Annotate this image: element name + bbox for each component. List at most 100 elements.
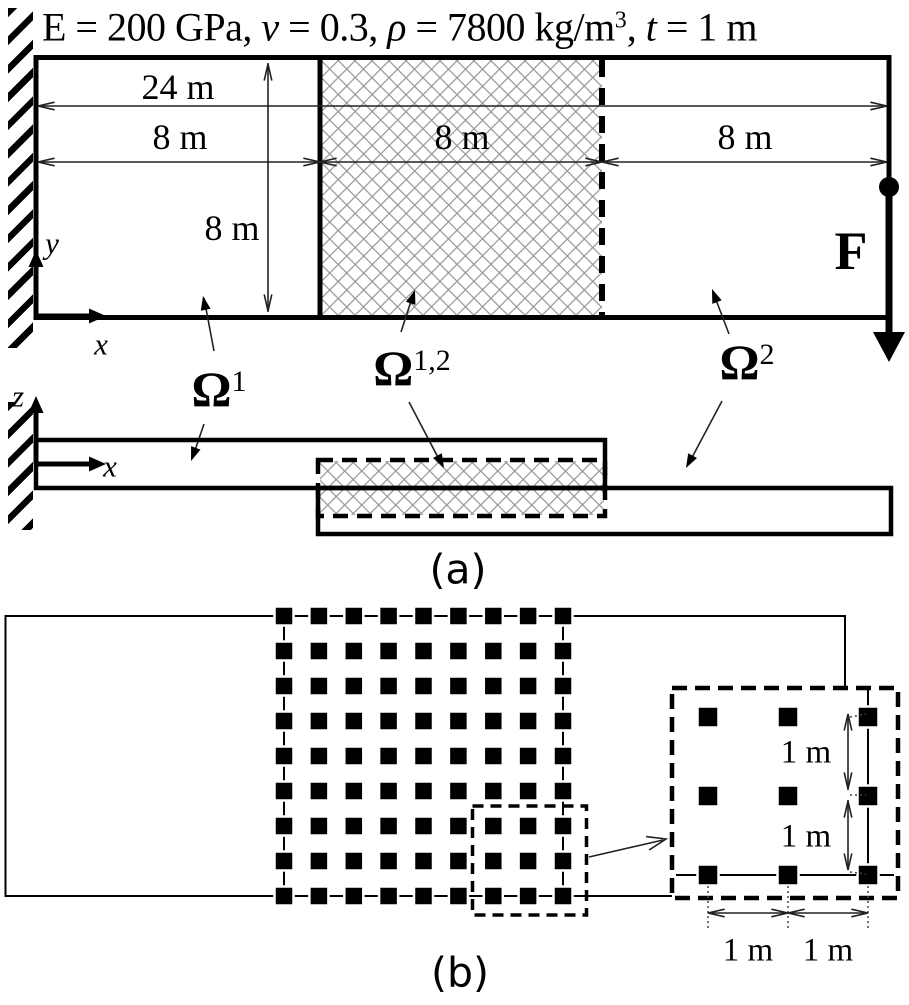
interface-point: [856, 784, 880, 808]
interface-point: [776, 705, 800, 729]
fixed-wall-hatch-side: [8, 402, 33, 530]
interface-point: [343, 605, 365, 627]
interface-point: [412, 815, 435, 837]
interface-point: [343, 815, 365, 837]
interface-point: [412, 640, 435, 662]
interface-point: [696, 705, 720, 729]
arrowhead: [28, 396, 44, 413]
interface-point: [482, 850, 505, 872]
interface-point: [308, 815, 330, 837]
interface-point: [412, 850, 435, 872]
material-properties-title: E = 200 GPa, ν = 0.3, ρ = 7800 kg/m3, t …: [42, 4, 758, 51]
dim-arrowhead: [870, 157, 888, 167]
dim-arrowhead: [707, 908, 725, 918]
interface-point: [343, 710, 365, 732]
interface-point: [482, 885, 505, 907]
interface-point: [412, 605, 435, 627]
caption-b: (b): [430, 948, 490, 997]
inset-dim-h2: 1 m: [802, 932, 854, 969]
interface-point: [377, 850, 400, 872]
interface-point: [447, 815, 470, 837]
interface-view: [4, 605, 901, 929]
interface-point: [343, 780, 365, 802]
dim-label-24m: 24 m: [141, 67, 215, 107]
dim-arrowhead: [646, 835, 669, 851]
interface-point: [308, 605, 330, 627]
arrowhead: [712, 289, 722, 304]
dim-arrowhead: [870, 101, 888, 111]
interface-point: [447, 605, 470, 627]
title-segment: ν: [261, 4, 279, 50]
force-application-point: [879, 177, 899, 197]
interface-point: [552, 850, 574, 872]
x-axis-label: x: [94, 326, 108, 362]
dim-arrowhead: [37, 157, 55, 167]
interface-point: [412, 780, 435, 802]
interface-point: [273, 780, 295, 802]
interface-point: [273, 710, 295, 732]
interface-point: [447, 780, 470, 802]
title-segment: 3: [614, 7, 627, 34]
omega-superscript: 1: [231, 365, 247, 398]
inset-dim-v2: 1 m: [780, 818, 832, 855]
interface-point: [552, 745, 574, 767]
interface-point: [517, 885, 539, 907]
omega-glyph: Ω: [373, 340, 414, 396]
interface-point: [377, 745, 400, 767]
overlap-region-hatch-top: [321, 60, 602, 316]
interface-point: [517, 675, 539, 697]
interface-point: [273, 850, 295, 872]
arrowhead: [28, 250, 44, 267]
interface-point: [552, 675, 574, 697]
interface-point: [343, 885, 365, 907]
interface-point: [552, 640, 574, 662]
dim-arrowhead: [843, 853, 853, 871]
bar1-outline: [33, 437, 608, 491]
interface-point: [856, 863, 880, 887]
interface-point: [696, 863, 720, 887]
dim-arrowhead: [37, 101, 55, 111]
title-segment: = 0.3,: [278, 4, 388, 50]
title-segment: t: [645, 4, 657, 50]
interface-point: [412, 675, 435, 697]
domain2-label: Ω2: [719, 337, 774, 387]
interface-point: [447, 885, 470, 907]
zoom-pointer-line: [588, 839, 664, 858]
interface-point: [517, 850, 539, 872]
omega-superscript: 2: [759, 338, 775, 371]
interface-point: [273, 815, 295, 837]
dim-arrowhead: [319, 157, 337, 167]
interface-point: [482, 675, 505, 697]
interface-point: [482, 745, 505, 767]
arrowheads: [28, 63, 905, 918]
interface-point: [482, 710, 505, 732]
interface-point: [517, 640, 539, 662]
dim-label-8m-height: 8 m: [204, 208, 260, 248]
title-segment: = 7800 kg/m: [405, 4, 615, 50]
leader-omega2-down: [687, 400, 723, 466]
title-segment: ,: [626, 4, 646, 50]
dim-label-8m-seg3: 8 m: [717, 117, 773, 157]
dim-arrowhead: [263, 294, 273, 312]
interface-point: [343, 640, 365, 662]
interface-point: [273, 640, 295, 662]
interface-point: [517, 815, 539, 837]
interface-point: [343, 675, 365, 697]
interface-point: [273, 885, 295, 907]
interface-point: [343, 745, 365, 767]
interface-point: [482, 605, 505, 627]
interface-point: [517, 745, 539, 767]
interface-point: [377, 885, 400, 907]
interface-point: [377, 710, 400, 732]
interface-point: [412, 745, 435, 767]
interface-point: [377, 780, 400, 802]
interface-point: [308, 780, 330, 802]
side-view: [33, 404, 894, 537]
interface-point: [273, 745, 295, 767]
overlap-dashed-outline: [315, 457, 608, 519]
interface-point: [412, 710, 435, 732]
caption-a: (a): [429, 545, 487, 594]
dim-arrowhead: [843, 772, 853, 790]
arrowhead: [200, 296, 211, 311]
